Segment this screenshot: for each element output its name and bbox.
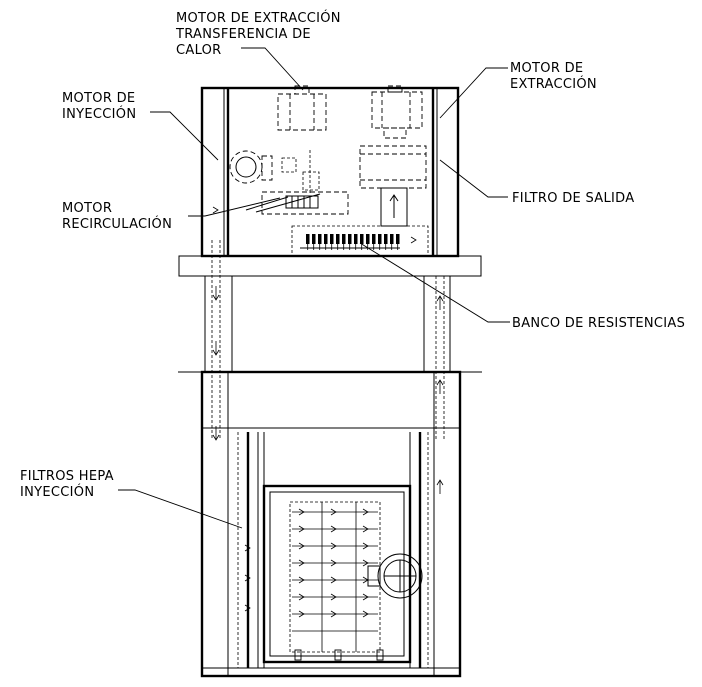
resistor-element — [312, 234, 316, 244]
arrow-head — [212, 294, 220, 301]
label-line: BANCO DE RESISTENCIAS — [512, 316, 685, 331]
arrow-head — [244, 604, 251, 612]
arrow-head — [330, 508, 337, 516]
arrow-head — [362, 508, 369, 516]
resistor-element — [378, 234, 382, 244]
arrow-head — [244, 574, 251, 582]
foot — [376, 649, 384, 661]
resistor-element — [348, 234, 352, 244]
arrow-head — [298, 593, 305, 601]
arrow-head — [330, 610, 337, 618]
arrow-head — [212, 206, 219, 214]
resistor-element — [390, 234, 394, 244]
chamber-feet — [294, 649, 384, 661]
resistor-element — [372, 234, 376, 244]
resistor-element — [396, 234, 400, 244]
label-motor-recirculacion: MOTOR RECIRCULACIÓN — [62, 201, 172, 232]
resistor-element — [336, 234, 340, 244]
resistor-element — [354, 234, 358, 244]
arrow-head — [362, 542, 369, 550]
foot — [334, 649, 342, 661]
resistor-element — [330, 234, 334, 244]
label-line: RECIRCULACIÓN — [62, 216, 172, 232]
label-line: FILTROS HEPA — [20, 469, 114, 484]
arrow-head — [330, 542, 337, 550]
arrow-head — [410, 236, 417, 244]
airflow-arrows — [212, 206, 444, 618]
lower-cabinet — [178, 370, 482, 678]
arrow-head — [436, 479, 444, 486]
resistor-element — [342, 234, 346, 244]
resistor-element — [318, 234, 322, 244]
arrow-head — [298, 576, 305, 584]
recirculation-valve-symbol — [367, 553, 423, 599]
inner-chamber — [262, 484, 412, 664]
resistor-element — [324, 234, 328, 244]
resistor-element — [366, 234, 370, 244]
vertical-ducts — [204, 240, 451, 440]
motor-recirculacion-symbol — [245, 191, 349, 215]
mounting-plate — [178, 255, 482, 277]
motor-inyeccion-symbol — [229, 150, 273, 184]
arrow-head — [362, 525, 369, 533]
label-line: MOTOR — [62, 201, 112, 216]
arrow-head — [362, 559, 369, 567]
arrow-head — [330, 576, 337, 584]
arrow-head — [298, 525, 305, 533]
resistor-element — [384, 234, 388, 244]
filtro-salida-symbol — [359, 145, 427, 227]
arrow-head — [244, 544, 251, 552]
motor-extraccion-symbol — [371, 85, 423, 139]
resistor-element — [306, 234, 310, 244]
label-filtro-salida: FILTRO DE SALIDA — [512, 191, 634, 206]
label-motor-inyeccion: MOTOR DE INYECCIÓN — [62, 91, 136, 122]
arrow-head — [330, 525, 337, 533]
arrow-head — [212, 349, 220, 356]
arrow-head — [362, 593, 369, 601]
motor-extraccion-tc-symbol — [277, 85, 327, 131]
arrow-head — [436, 379, 444, 386]
label-motor-extraccion-tc: MOTOR DE EXTRACCIÓN TRANSFERENCIA DE CAL… — [175, 10, 341, 58]
label-line: MOTOR DE — [510, 61, 583, 76]
arrow-head — [362, 610, 369, 618]
arrow-head — [298, 610, 305, 618]
arrow-head — [298, 542, 305, 550]
arrow-head — [330, 593, 337, 601]
label-motor-extraccion: MOTOR DE EXTRACCIÓN — [510, 61, 597, 92]
control-components — [281, 150, 320, 195]
upper-equipment-box — [200, 86, 460, 258]
resistor-element — [360, 234, 364, 244]
leader-lines — [118, 47, 510, 529]
label-line: MOTOR DE EXTRACCIÓN — [176, 10, 341, 26]
arrow-head — [436, 295, 444, 302]
banco-resistencias-symbol — [291, 225, 429, 257]
arrow-head — [330, 559, 337, 567]
label-line: EXTRACCIÓN — [510, 76, 597, 92]
arrow-head — [298, 508, 305, 516]
arrow-head — [212, 434, 220, 441]
label-line: INYECCIÓN — [20, 484, 94, 500]
arrow-head — [362, 576, 369, 584]
foot — [294, 649, 302, 661]
label-line: FILTRO DE SALIDA — [512, 191, 634, 206]
label-line: MOTOR DE — [62, 91, 135, 106]
arrow-head — [298, 559, 305, 567]
label-line: INYECCIÓN — [62, 106, 136, 122]
label-line: CALOR — [176, 43, 222, 58]
label-filtros-hepa: FILTROS HEPA INYECCIÓN — [20, 469, 114, 500]
label-line: TRANSFERENCIA DE — [175, 27, 311, 42]
label-banco-resistencias: BANCO DE RESISTENCIAS — [512, 316, 685, 331]
